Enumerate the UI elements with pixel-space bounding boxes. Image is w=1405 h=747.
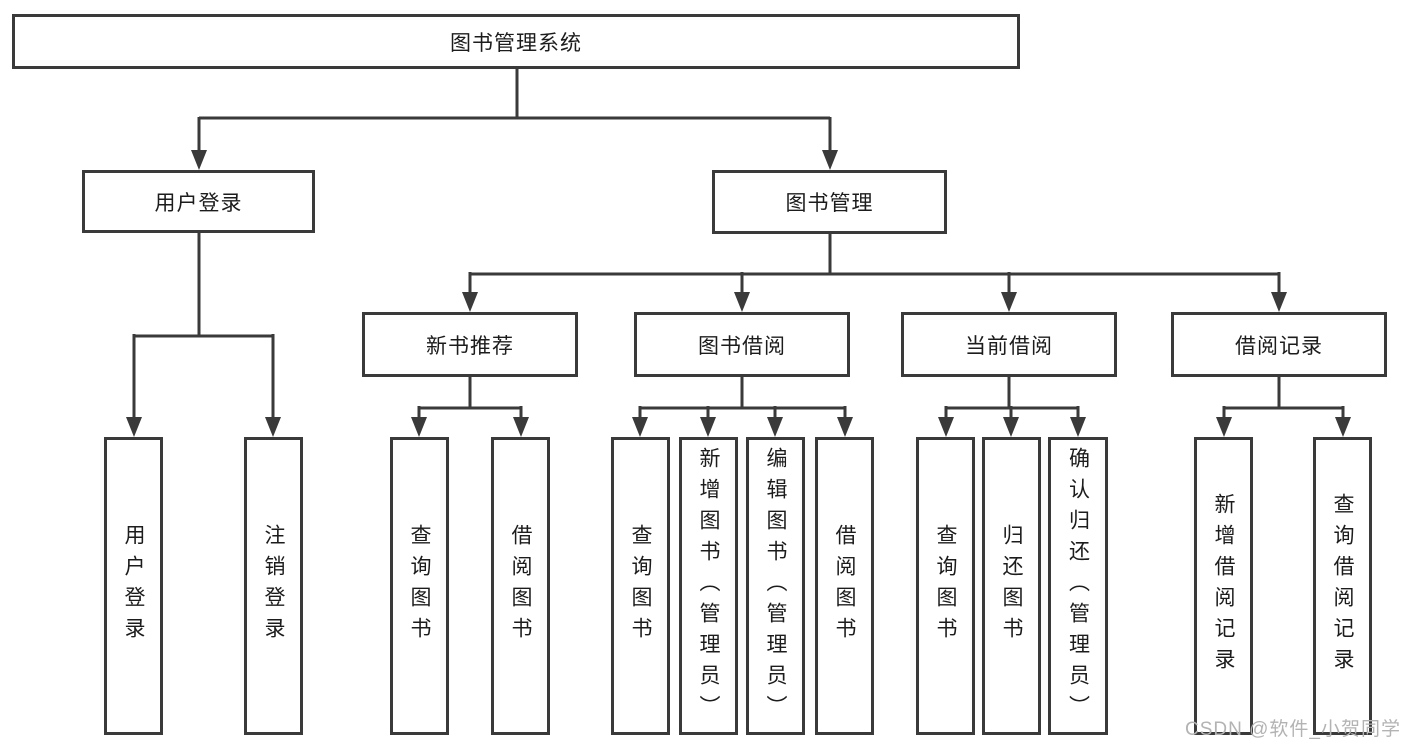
leaf-logout: 注销登录 <box>244 437 303 735</box>
arrow-down-icon <box>632 417 648 437</box>
leaf-current-confirm-return-admin: 确认归还（管理员） <box>1048 437 1108 735</box>
leaf-user-login-label: 用户登录 <box>122 524 145 648</box>
leaf-borrow-add-books-admin: 新增图书（管理员） <box>679 437 738 735</box>
leaf-records-add-record: 新增借阅记录 <box>1194 437 1253 735</box>
leaf-borrow-borrow-books: 借阅图书 <box>815 437 874 735</box>
connector-book-borrow-to-leaves <box>632 377 853 437</box>
leaf-records-query-record-label: 查询借阅记录 <box>1331 493 1354 679</box>
node-new-book-recommend: 新书推荐 <box>362 312 578 377</box>
arrow-down-icon <box>513 417 529 437</box>
leaf-newbook-query-books: 查询图书 <box>390 437 449 735</box>
arrow-down-icon <box>191 150 207 170</box>
arrow-down-icon <box>462 292 478 312</box>
leaf-current-confirm-return-admin-label: 确认归还（管理员） <box>1066 446 1090 726</box>
arrow-down-icon <box>265 417 281 437</box>
arrow-down-icon <box>1001 292 1017 312</box>
leaf-user-login: 用户登录 <box>104 437 163 735</box>
leaf-borrow-add-books-admin-label: 新增图书（管理员） <box>697 446 720 726</box>
leaf-current-query-books: 查询图书 <box>916 437 975 735</box>
leaf-borrow-query-books-label: 查询图书 <box>629 524 652 648</box>
leaf-borrow-edit-books-admin-label: 编辑图书（管理员） <box>764 446 787 726</box>
arrow-down-icon <box>837 417 853 437</box>
connector-root-to-level2 <box>191 67 838 170</box>
leaf-logout-label: 注销登录 <box>262 524 285 648</box>
leaf-borrow-borrow-books-label: 借阅图书 <box>833 524 856 648</box>
node-book-borrow: 图书借阅 <box>634 312 850 377</box>
arrow-down-icon <box>1335 417 1351 437</box>
leaf-newbook-borrow-books-label: 借阅图书 <box>509 524 532 648</box>
arrow-down-icon <box>700 417 716 437</box>
node-book-management-label: 图书管理 <box>785 192 874 215</box>
leaf-current-return-books-label: 归还图书 <box>1000 524 1023 648</box>
connector-borrow-records-to-leaves <box>1216 377 1351 437</box>
leaf-current-return-books: 归还图书 <box>982 437 1041 735</box>
node-current-borrow: 当前借阅 <box>901 312 1117 377</box>
arrow-down-icon <box>767 417 783 437</box>
node-system-root: 图书管理系统 <box>12 14 1020 69</box>
csdn-watermark: CSDN @软件_小贺同学 <box>1185 719 1401 740</box>
node-borrow-records-label: 借阅记录 <box>1235 334 1323 358</box>
leaf-borrow-edit-books-admin: 编辑图书（管理员） <box>746 437 805 735</box>
arrow-down-icon <box>1271 292 1287 312</box>
connector-book-management-to-level3 <box>462 234 1287 312</box>
node-user-login: 用户登录 <box>82 170 315 233</box>
node-system-root-label: 图书管理系统 <box>450 31 582 55</box>
connector-new-book-to-leaves <box>411 377 529 437</box>
arrow-down-icon <box>126 417 142 437</box>
arrow-down-icon <box>938 417 954 437</box>
arrow-down-icon <box>734 292 750 312</box>
leaf-records-add-record-label: 新增借阅记录 <box>1212 493 1235 679</box>
leaf-borrow-query-books: 查询图书 <box>611 437 670 735</box>
leaf-newbook-query-books-label: 查询图书 <box>408 524 431 648</box>
arrow-down-icon <box>411 417 427 437</box>
leaf-current-query-books-label: 查询图书 <box>934 524 957 648</box>
node-user-login-label: 用户登录 <box>154 191 243 215</box>
node-new-book-recommend-label: 新书推荐 <box>426 334 514 358</box>
connector-current-borrow-to-leaves <box>938 377 1086 437</box>
arrow-down-icon <box>1003 417 1019 437</box>
connector-user-login-to-leaves <box>126 233 281 437</box>
arrow-down-icon <box>1070 417 1086 437</box>
leaf-records-query-record: 查询借阅记录 <box>1313 437 1372 735</box>
node-current-borrow-label: 当前借阅 <box>965 334 1053 358</box>
arrow-down-icon <box>1216 417 1232 437</box>
node-book-management: 图书管理 <box>712 170 947 234</box>
node-book-borrow-label: 图书借阅 <box>698 334 786 358</box>
arrow-down-icon <box>822 150 838 170</box>
node-borrow-records: 借阅记录 <box>1171 312 1387 377</box>
leaf-newbook-borrow-books: 借阅图书 <box>491 437 550 735</box>
